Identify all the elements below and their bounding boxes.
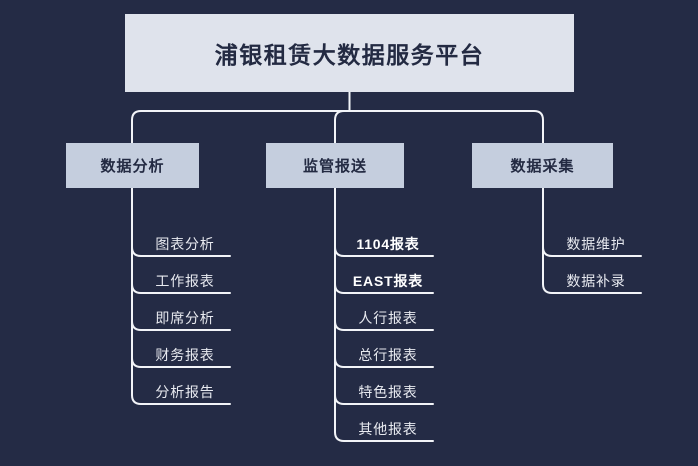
leaf-node-label: 数据维护 <box>566 236 626 252</box>
leaf-node-label: 1104报表 <box>356 236 420 252</box>
leaf-node[interactable]: 分析报告 <box>140 379 230 405</box>
branch-node-label: 数据分析 <box>100 158 165 175</box>
leaf-node[interactable]: 1104报表 <box>343 231 433 257</box>
leaf-node-label: 数据补录 <box>566 273 626 289</box>
branch-node-2[interactable]: 监管报送 <box>266 143 404 188</box>
leaf-node[interactable]: EAST报表 <box>343 268 433 294</box>
leaf-node-label: 总行报表 <box>358 347 418 363</box>
branch-node-label: 监管报送 <box>302 158 367 175</box>
leaf-node-label: 人行报表 <box>358 310 418 326</box>
leaf-node[interactable]: 图表分析 <box>140 231 230 257</box>
leaf-node-label: 其他报表 <box>358 421 418 437</box>
leaf-node[interactable]: 特色报表 <box>343 379 433 405</box>
leaf-node[interactable]: 数据补录 <box>551 268 641 294</box>
leaf-node-label: 图表分析 <box>155 236 215 252</box>
branch-node-3[interactable]: 数据采集 <box>472 143 613 188</box>
branch-node-label: 数据采集 <box>510 158 575 175</box>
leaf-node-label: 分析报告 <box>155 384 215 400</box>
leaf-node[interactable]: 其他报表 <box>343 416 433 442</box>
leaf-node[interactable]: 数据维护 <box>551 231 641 257</box>
leaf-node-label: 工作报表 <box>155 273 215 289</box>
leaf-node[interactable]: 总行报表 <box>343 342 433 368</box>
leaf-node-label: EAST报表 <box>352 273 424 289</box>
root-node-label: 浦银租赁大数据服务平台 <box>214 42 485 68</box>
leaf-node[interactable]: 财务报表 <box>140 342 230 368</box>
leaf-node[interactable]: 工作报表 <box>140 268 230 294</box>
leaf-node-label: 财务报表 <box>155 347 215 363</box>
leaf-node[interactable]: 人行报表 <box>343 305 433 331</box>
root-node[interactable]: 浦银租赁大数据服务平台 <box>125 14 574 92</box>
leaf-node-label: 即席分析 <box>155 310 215 326</box>
leaf-node[interactable]: 即席分析 <box>140 305 230 331</box>
branch-node-1[interactable]: 数据分析 <box>66 143 199 188</box>
leaf-node-label: 特色报表 <box>358 384 418 400</box>
